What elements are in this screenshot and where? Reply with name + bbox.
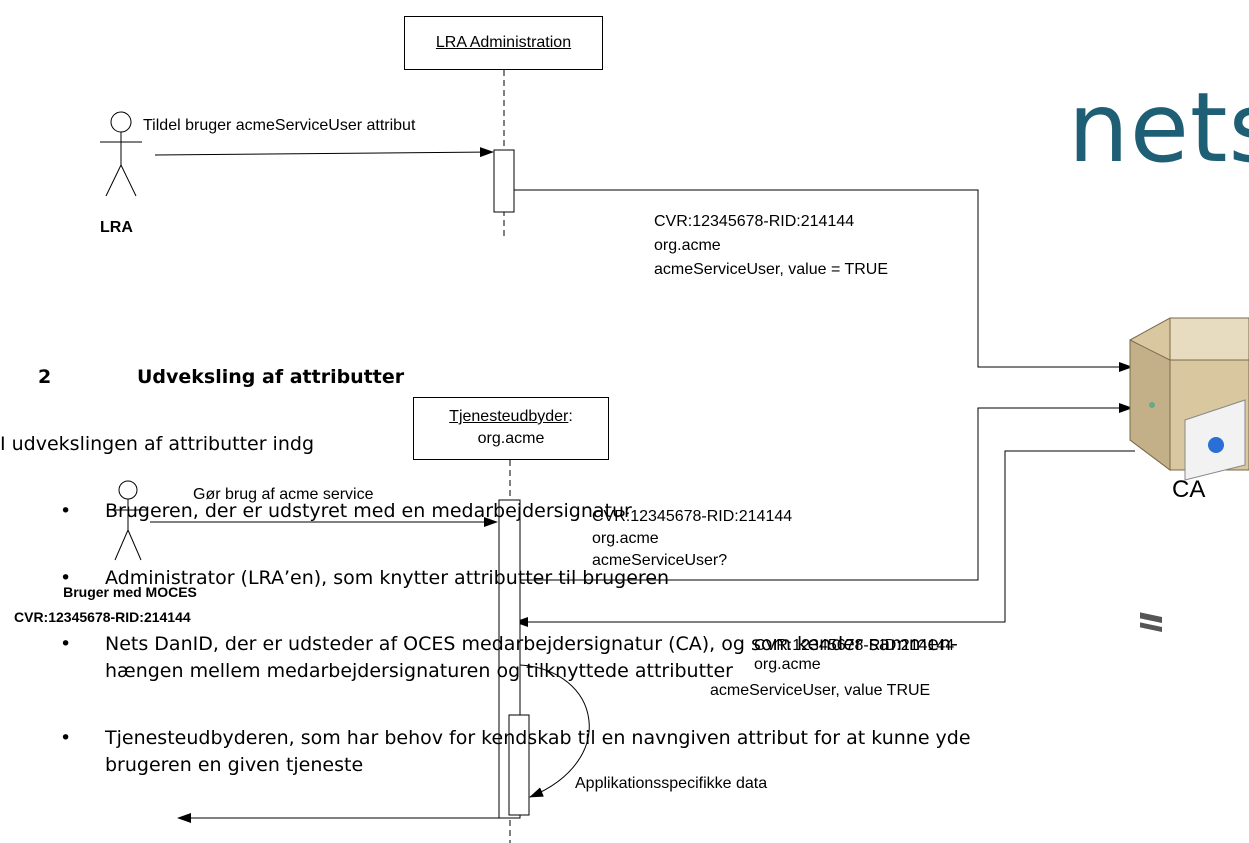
self-call-arrow bbox=[519, 664, 590, 798]
query-line-2: org.acme bbox=[592, 530, 659, 547]
bullet-symbol: • bbox=[60, 633, 72, 655]
reply-line-1: CVR:12345678-RID:214144 bbox=[754, 637, 955, 654]
query-line-1: CVR:12345678-RID:214144 bbox=[592, 508, 793, 525]
ca-to-provider-arrow bbox=[514, 450, 1135, 627]
provider-box: Tjenesteudbyder: org.acme bbox=[413, 397, 609, 460]
section-intro: I udvekslingen af attributter indg bbox=[0, 433, 315, 455]
lra-admin-activation bbox=[493, 149, 515, 213]
bullet-3-line-2: hængen mellem medarbejdersignaturen og t… bbox=[105, 660, 733, 682]
user-actor-icon bbox=[108, 480, 148, 561]
reply-message: CVR:12345678-RID:214144 bbox=[754, 634, 954, 658]
reply-line-2: org.acme bbox=[754, 656, 821, 673]
query-message: CVR:12345678-RID:214144 org.acme acmeSer… bbox=[592, 506, 792, 572]
bullet-3-line-1: Nets DanID, der er udsteder af OCES meda… bbox=[105, 633, 958, 655]
provider-org: org.acme bbox=[477, 430, 545, 447]
nets-logo: nets bbox=[1068, 72, 1249, 184]
server-icon bbox=[1129, 317, 1249, 632]
bullet-symbol: • bbox=[60, 727, 72, 749]
lra-to-ca-arrow bbox=[514, 189, 1133, 372]
bullet-1: Brugeren, der er udstyret med en medarbe… bbox=[105, 500, 632, 522]
lra-to-ca-line-2: org.acme bbox=[654, 237, 721, 254]
provider-name: Tjenesteudbyder bbox=[449, 408, 569, 425]
user-actor-label: Bruger med MOCES bbox=[40, 582, 220, 602]
reply-line-3: acmeServiceUser, value TRUE bbox=[710, 682, 931, 699]
provider-colon: : bbox=[568, 408, 573, 425]
query-line-3: acmeServiceUser? bbox=[592, 552, 728, 569]
user-actor-line-1: Bruger med MOCES bbox=[63, 584, 197, 600]
assign-arrow bbox=[154, 147, 494, 158]
lra-actor-icon bbox=[100, 111, 142, 197]
ca-label: CA bbox=[1172, 476, 1206, 503]
use-service-message: Gør brug af acme service bbox=[193, 486, 374, 503]
app-data-message: Applikationsspecifikke data bbox=[575, 775, 768, 792]
provider-to-ca-arrow bbox=[520, 403, 1133, 581]
provider-inner-activation bbox=[508, 714, 530, 816]
user-actor-line-2: CVR:12345678-RID:214144 bbox=[14, 609, 191, 625]
assign-message: Tildel bruger acmeServiceUser attribut bbox=[143, 117, 416, 134]
lra-to-ca-line-1: CVR:12345678-RID:214144 bbox=[654, 213, 855, 230]
section-number: 2 bbox=[38, 366, 52, 388]
lra-actor-label: LRA bbox=[100, 219, 133, 236]
bullet-symbol: • bbox=[60, 567, 72, 589]
lra-to-ca-line-3: acmeServiceUser, value = TRUE bbox=[654, 261, 889, 278]
lra-admin-box: LRA Administration bbox=[404, 16, 603, 70]
bullet-2: Administrator (LRA’en), som knytter attr… bbox=[105, 567, 670, 589]
lra-to-ca-message: CVR:12345678-RID:214144 org.acme acmeSer… bbox=[654, 210, 888, 282]
bullet-4-line-2: brugeren en given tjeneste bbox=[105, 754, 364, 776]
section-title: Udveksling af attributter bbox=[137, 366, 405, 388]
bullet-4-line-1: Tjenesteudbyderen, som har behov for ken… bbox=[105, 727, 971, 749]
bullet-symbol: • bbox=[60, 500, 72, 522]
